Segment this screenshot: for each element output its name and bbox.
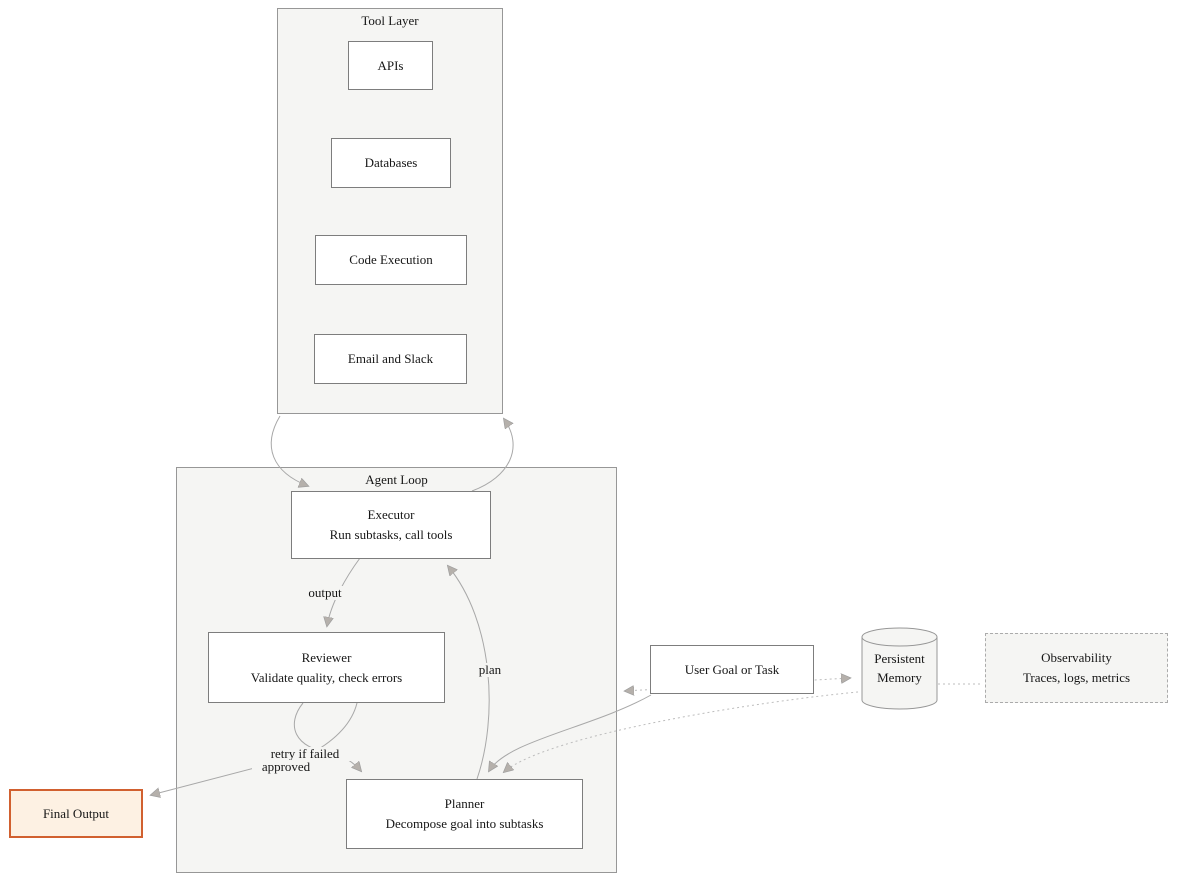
persistent-memory-label: Persistent Memory xyxy=(874,651,925,685)
cylinder-icon xyxy=(861,627,938,710)
tool-box-databases: Databases xyxy=(331,138,451,188)
tool-box-email-slack-label: Email and Slack xyxy=(347,351,434,366)
tool-box-code-execution-label: Code Execution xyxy=(349,252,433,267)
persistent-memory-cylinder: Persistent Memory xyxy=(861,627,938,711)
planner-subtitle: Decompose goal into subtasks xyxy=(385,816,544,831)
observability-subtitle: Traces, logs, metrics xyxy=(1022,670,1131,685)
tool-layer-title: Tool Layer xyxy=(361,13,419,28)
tool-box-code-execution: Code Execution xyxy=(315,235,467,285)
tool-box-databases-label: Databases xyxy=(364,155,418,170)
edge-label-approved: approved xyxy=(252,760,320,774)
tool-box-apis-label: APIs xyxy=(377,57,404,73)
user-goal-label: User Goal or Task xyxy=(684,661,780,677)
reviewer-box: Reviewer Validate quality, check errors xyxy=(208,632,445,703)
planner-box: Planner Decompose goal into subtasks xyxy=(346,779,583,849)
observability-box: Observability Traces, logs, metrics xyxy=(985,633,1168,703)
agent-loop-title: Agent Loop xyxy=(365,472,428,487)
tool-box-apis: APIs xyxy=(348,41,433,90)
planner-title: Planner xyxy=(444,796,485,811)
final-output-label: Final Output xyxy=(42,805,110,821)
tool-box-email-slack: Email and Slack xyxy=(314,334,467,384)
user-goal-box: User Goal or Task xyxy=(650,645,814,694)
reviewer-subtitle: Validate quality, check errors xyxy=(250,669,403,685)
executor-title: Executor xyxy=(367,507,415,522)
final-output-box: Final Output xyxy=(9,789,143,838)
edge-label-plan: plan xyxy=(471,663,509,677)
reviewer-title: Reviewer xyxy=(301,649,352,665)
edge-label-output: output xyxy=(300,586,350,600)
executor-subtitle: Run subtasks, call tools xyxy=(329,527,453,542)
observability-title: Observability xyxy=(1041,650,1112,665)
executor-box: Executor Run subtasks, call tools xyxy=(291,491,491,559)
